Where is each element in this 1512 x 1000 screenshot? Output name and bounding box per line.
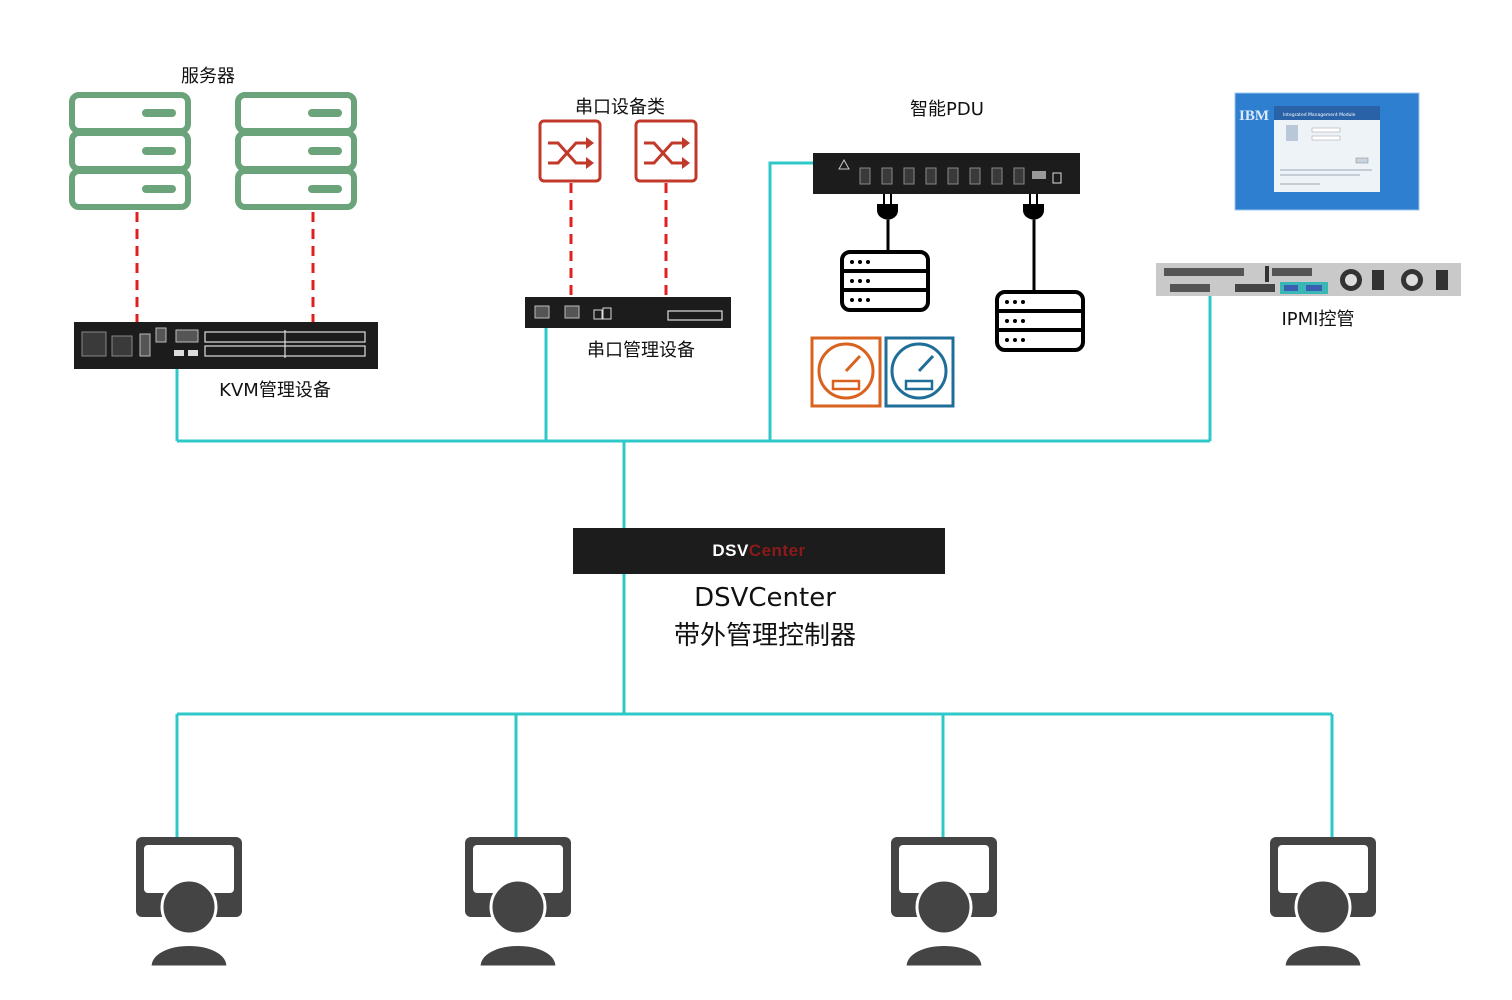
smart-pdu-device <box>813 153 1080 194</box>
label-center-desc: 带外管理控制器 <box>673 621 857 651</box>
user-terminal-icon <box>463 835 573 969</box>
plug-icon <box>877 194 898 250</box>
label-smart-pdu: 智能PDU <box>910 99 984 120</box>
brand-part-2: Center <box>748 541 806 560</box>
server-icon <box>238 95 354 207</box>
label-serial-devices: 串口设备类 <box>575 97 665 118</box>
brand-part-1: DSV <box>712 541 749 560</box>
gauge-icon <box>810 336 882 408</box>
label-kvm: KVM管理设备 <box>219 380 331 401</box>
serial-mgmt-device <box>525 297 731 328</box>
ibm-imm-screen: IBM Integrated Management Module <box>1234 92 1420 211</box>
network-links <box>175 161 1334 838</box>
label-center-name: DSVCenter <box>694 583 836 613</box>
kvm-device <box>74 322 378 369</box>
link-pdu <box>768 161 813 441</box>
shuffle-icon <box>634 119 698 183</box>
user-terminal-icon <box>134 835 244 969</box>
label-servers: 服务器 <box>181 66 235 87</box>
label-ipmi: IPMI控管 <box>1281 309 1355 330</box>
user-terminal-icon <box>889 835 999 969</box>
serial-links <box>135 183 668 322</box>
gauge-icon <box>884 336 955 408</box>
ibm-logo: IBM <box>1239 108 1269 124</box>
shuffle-icon <box>538 119 602 183</box>
server-icon <box>840 250 930 312</box>
user-terminal-icon <box>1268 835 1378 969</box>
plug-icon <box>1023 194 1044 290</box>
server-icon <box>995 290 1085 352</box>
ipmi-device <box>1156 263 1461 296</box>
ibm-screen-title: Integrated Management Module <box>1283 112 1356 118</box>
server-icon <box>72 95 188 207</box>
label-serial-mgmt: 串口管理设备 <box>587 340 695 361</box>
dsvcenter-device <box>573 528 945 574</box>
